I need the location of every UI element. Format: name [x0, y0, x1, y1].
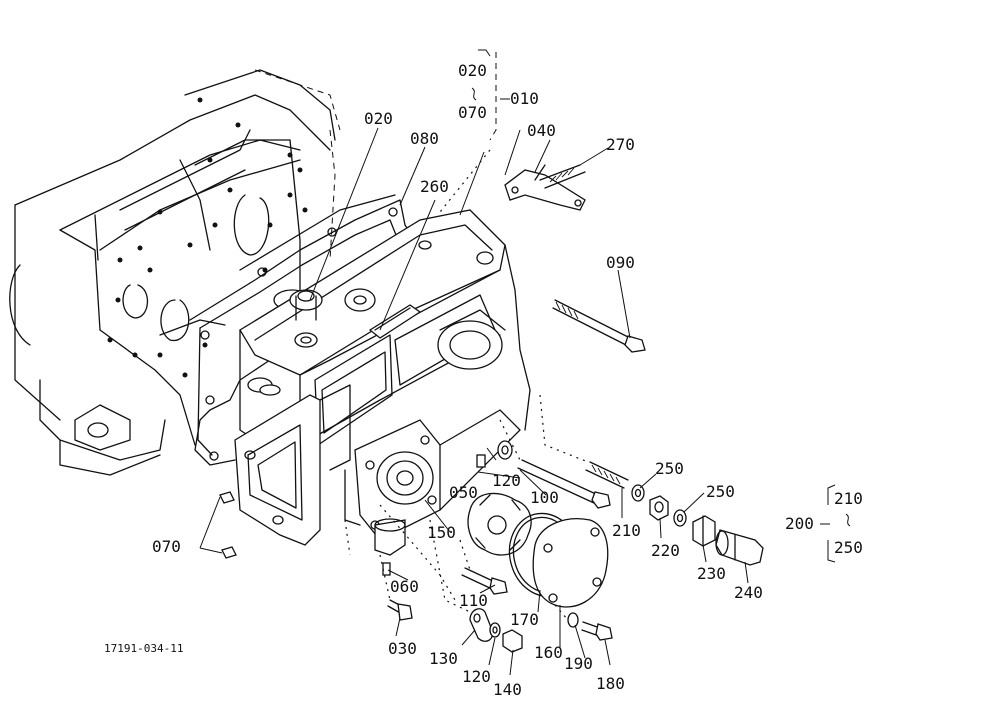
bolt-140 — [502, 629, 523, 653]
label-240: 240 — [734, 583, 763, 602]
group-bracket-010 — [471, 49, 497, 141]
hydraulic-housing — [234, 209, 531, 556]
bolt-270 — [539, 164, 586, 189]
transmission-case — [9, 69, 341, 476]
group-bracket-200 — [827, 484, 851, 563]
label-020-group: 020 — [458, 61, 487, 80]
label-010: 010 — [510, 89, 539, 108]
leader-lines — [199, 98, 830, 676]
label-270: 270 — [606, 135, 635, 154]
label-250-group: 250 — [834, 538, 863, 557]
label-040: 040 — [527, 121, 556, 140]
cover-160 — [532, 518, 609, 608]
label-110: 110 — [459, 591, 488, 610]
label-180: 180 — [596, 674, 625, 693]
bolt-100 — [517, 459, 611, 509]
label-220: 220 — [651, 541, 680, 560]
washer-120b — [489, 622, 501, 638]
rotor-150 — [467, 492, 532, 556]
cap-240 — [715, 529, 764, 566]
label-030: 030 — [388, 639, 417, 658]
label-120-b: 120 — [462, 667, 491, 686]
nut-230 — [692, 515, 716, 547]
nut-220 — [649, 495, 669, 521]
clip-130 — [469, 608, 494, 642]
label-070-group: 070 — [458, 103, 487, 122]
label-210-group: 210 — [834, 489, 863, 508]
bolt-180 — [581, 621, 613, 641]
bracket-040 — [504, 164, 586, 211]
label-170: 170 — [510, 610, 539, 629]
label-070: 070 — [152, 537, 181, 556]
label-090: 090 — [606, 253, 635, 272]
label-060: 060 — [390, 577, 419, 596]
label-080: 080 — [410, 129, 439, 148]
pin-060 — [382, 562, 391, 576]
label-100: 100 — [530, 488, 559, 507]
washer-250a — [631, 484, 645, 502]
part-labels: 020 070 010 020 080 260 040 270 090 250 … — [104, 61, 863, 699]
dowel-070-upper — [219, 491, 235, 504]
label-200: 200 — [785, 514, 814, 533]
label-120-a: 120 — [492, 471, 521, 490]
bolt-090 — [552, 299, 646, 353]
label-230: 230 — [697, 564, 726, 583]
label-050: 050 — [449, 483, 478, 502]
label-250-b: 250 — [706, 482, 735, 501]
bolt-110 — [461, 567, 508, 595]
label-250-a: 250 — [655, 459, 684, 478]
label-260: 260 — [420, 177, 449, 196]
label-160: 160 — [534, 643, 563, 662]
screw-030 — [387, 599, 413, 621]
label-190: 190 — [564, 654, 593, 673]
washer-190 — [567, 612, 579, 628]
washer-250b — [673, 509, 687, 527]
label-150: 150 — [427, 523, 456, 542]
stud-210 — [585, 461, 629, 489]
washer-120a — [497, 440, 513, 460]
label-130: 130 — [429, 649, 458, 668]
dowel-070-lower — [221, 546, 237, 559]
label-210: 210 — [612, 521, 641, 540]
drawing-code: 17191-034-11 — [104, 642, 183, 655]
label-020: 020 — [364, 109, 393, 128]
label-140: 140 — [493, 680, 522, 699]
